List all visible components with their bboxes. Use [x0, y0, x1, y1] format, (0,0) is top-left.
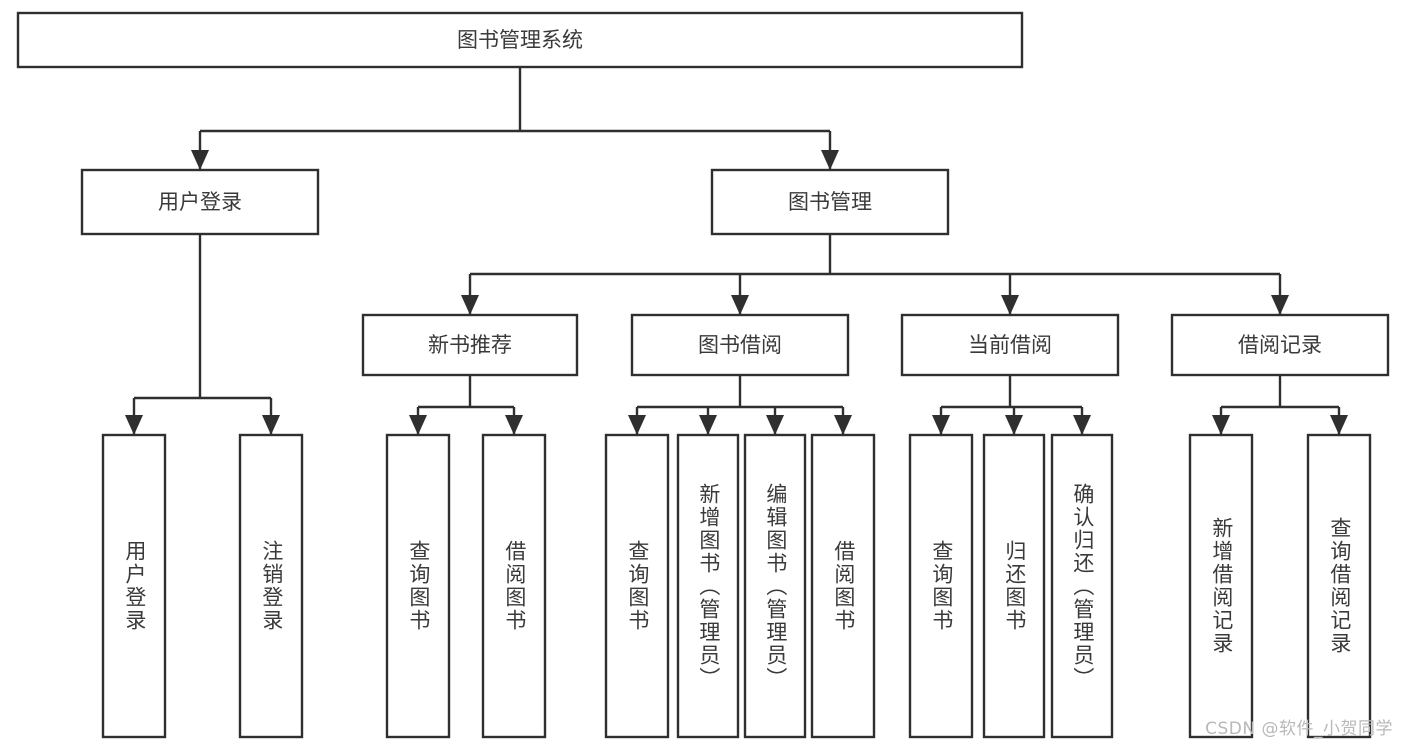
arrow-head-icon-book-borrow: [731, 295, 749, 315]
node-box-book-borrow: [630, 313, 850, 377]
arrow-head-icon-leaf-confirm-return: [1073, 415, 1091, 435]
node-label-book-borrow: 图书借阅: [698, 333, 782, 357]
node-label-new-book-rec: 新书推荐: [428, 333, 512, 357]
node-box-borrow-record: [1170, 313, 1390, 377]
node-box-leaf-query-book-2: [604, 433, 670, 739]
node-label-current-borrow: 当前借阅: [968, 333, 1052, 357]
arrow-head-icon-leaf-add-book: [699, 415, 717, 435]
arrow-head-icon-leaf-edit-book: [766, 415, 784, 435]
node-box-leaf-logout: [238, 433, 304, 739]
node-box-leaf-query-record: [1306, 433, 1372, 739]
node-label-root: 图书管理系统: [457, 28, 583, 52]
node-box-leaf-query-book-1: [385, 433, 451, 739]
node-box-leaf-borrow-book-1: [481, 433, 547, 739]
arrow-head-icon-leaf-return-book: [1005, 415, 1023, 435]
node-box-leaf-borrow-book-2: [810, 433, 876, 739]
node-label-book-manage: 图书管理: [788, 190, 872, 214]
node-box-leaf-edit-book: [743, 433, 807, 739]
node-box-leaf-return-book: [982, 433, 1046, 739]
node-box-leaf-user-login: [101, 433, 167, 739]
node-box-leaf-add-record: [1188, 433, 1254, 739]
arrow-head-icon-new-book-rec: [461, 295, 479, 315]
boxes-layer: [16, 11, 1390, 739]
node-box-leaf-add-book: [676, 433, 740, 739]
arrow-head-icon-leaf-query-book-1: [409, 415, 427, 435]
node-box-leaf-query-book-3: [908, 433, 974, 739]
arrow-head-icon-leaf-query-record: [1330, 415, 1348, 435]
node-label-user-login: 用户登录: [158, 190, 242, 214]
node-box-book-manage: [710, 168, 950, 236]
node-box-user-login: [80, 168, 320, 236]
node-box-current-borrow: [900, 313, 1120, 377]
arrow-head-icon-leaf-query-book-2: [628, 415, 646, 435]
arrow-head-icon-leaf-borrow-book-1: [505, 415, 523, 435]
arrow-head-icon-borrow-record: [1271, 295, 1289, 315]
arrow-head-icon-leaf-borrow-book-2: [834, 415, 852, 435]
arrow-head-icon-leaf-add-record: [1212, 415, 1230, 435]
node-box-new-book-rec: [361, 313, 579, 377]
arrow-head-icon-current-borrow: [1001, 295, 1019, 315]
arrow-head-icon-book-manage: [821, 150, 839, 170]
arrow-head-icon-leaf-logout: [262, 415, 280, 435]
node-label-borrow-record: 借阅记录: [1238, 333, 1322, 357]
node-box-leaf-confirm-return: [1050, 433, 1114, 739]
connectors-layer: [125, 67, 1348, 435]
arrow-head-icon-leaf-user-login: [125, 415, 143, 435]
arrow-head-icon-leaf-query-book-3: [932, 415, 950, 435]
node-box-root: [16, 11, 1024, 69]
arrow-head-icon-user-login: [191, 150, 209, 170]
watermark-text: CSDN @软件_小贺同学: [1205, 719, 1393, 739]
